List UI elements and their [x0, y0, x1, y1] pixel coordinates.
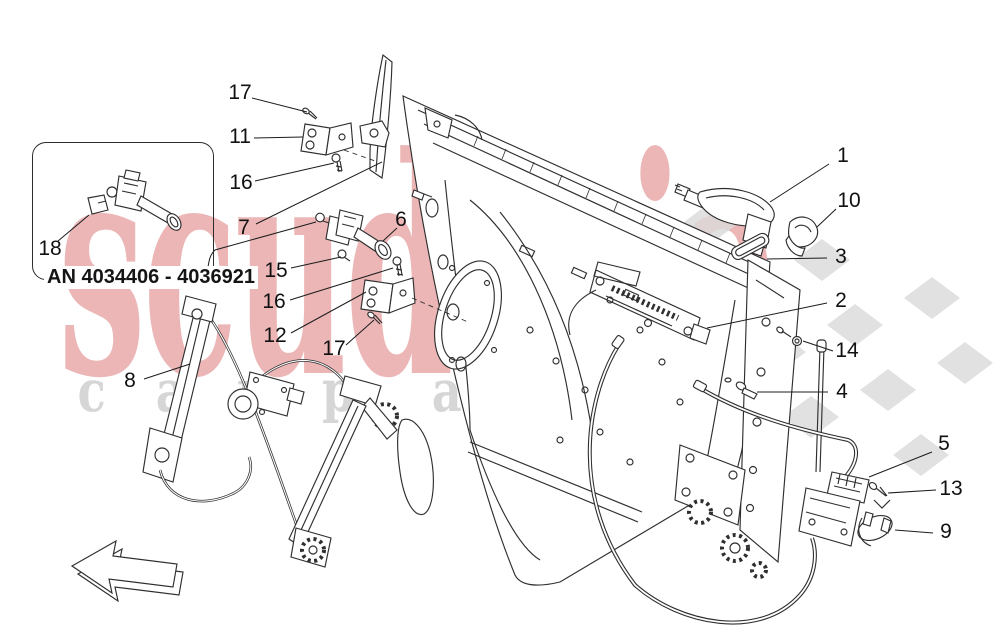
callout-label-9[interactable]: 9 — [940, 520, 952, 543]
vin-range-note: AN 4034406 - 4036921 — [44, 266, 258, 289]
leader-line-8 — [143, 363, 191, 380]
handle-end-cap — [785, 216, 819, 257]
door-front-frame-member — [739, 259, 801, 564]
callout-label-18[interactable]: 18 — [38, 237, 62, 260]
door-check-strap — [315, 209, 392, 262]
flag-check — [937, 342, 993, 384]
flag-check — [904, 277, 960, 319]
callout-label-11[interactable]: 11 — [229, 125, 251, 148]
callout-label-15[interactable]: 15 — [264, 259, 288, 282]
leader-lines — [57, 97, 937, 534]
window-regulator — [142, 295, 399, 568]
callout-label-17[interactable]: 17 — [322, 337, 346, 360]
handle-gasket — [731, 232, 770, 261]
leader-line-15 — [290, 256, 342, 269]
upper-hinge — [300, 107, 390, 173]
callout-label-4[interactable]: 4 — [836, 380, 848, 403]
leader-line-17 — [251, 97, 308, 113]
leader-line-5 — [868, 451, 933, 478]
door-lower-hinge-cluster — [674, 444, 768, 579]
leader-line-13 — [887, 489, 937, 494]
callout-label-17[interactable]: 17 — [228, 81, 252, 104]
leader-line-7 — [255, 161, 383, 225]
lock-striker — [857, 511, 893, 547]
flag-check — [860, 369, 916, 411]
leader-line-14 — [802, 340, 834, 352]
callout-label-12[interactable]: 12 — [263, 324, 287, 347]
callout-label-14[interactable]: 14 — [835, 339, 859, 362]
latch-screw — [868, 481, 888, 497]
leader-line-10 — [816, 208, 837, 228]
leader-line-1 — [769, 163, 830, 203]
flag-check — [893, 434, 949, 476]
callout-label-2[interactable]: 2 — [835, 289, 847, 312]
leader-line-17 — [345, 319, 375, 346]
callout-label-16[interactable]: 16 — [229, 171, 253, 194]
callout-label-6[interactable]: 6 — [395, 208, 407, 231]
watermark-letter: c — [77, 357, 106, 425]
callout-label-3[interactable]: 3 — [835, 245, 847, 268]
early-version-check-strap — [87, 169, 182, 231]
flag-check — [794, 239, 850, 281]
front-direction-arrow-icon — [70, 539, 184, 603]
leader-line-16 — [254, 162, 335, 182]
flag-check — [827, 304, 883, 346]
door-latch — [798, 471, 891, 547]
leader-line-16 — [289, 267, 394, 301]
callout-label-13[interactable]: 13 — [939, 477, 963, 500]
callout-label-16[interactable]: 16 — [262, 290, 286, 313]
leader-line-9 — [894, 529, 934, 534]
leader-line-3 — [766, 257, 828, 260]
leader-line-11 — [253, 136, 304, 139]
callout-label-1[interactable]: 1 — [837, 144, 849, 167]
leader-line-18 — [57, 214, 90, 242]
screw-and-grommet — [776, 326, 803, 347]
callout-label-8[interactable]: 8 — [124, 369, 136, 392]
trim-clip-and-lock-rod — [724, 339, 827, 473]
door-lock-module — [568, 261, 711, 345]
callout-label-7[interactable]: 7 — [238, 216, 250, 239]
glass-run-channel — [369, 53, 393, 179]
leader-line-2 — [706, 302, 828, 329]
callout-label-10[interactable]: 10 — [837, 189, 861, 212]
leader-line-6 — [382, 227, 398, 242]
leader-line-12 — [290, 291, 367, 334]
callout-label-5[interactable]: 5 — [938, 432, 950, 455]
lower-hinge — [360, 256, 469, 325]
bowden-cables — [587, 335, 858, 625]
